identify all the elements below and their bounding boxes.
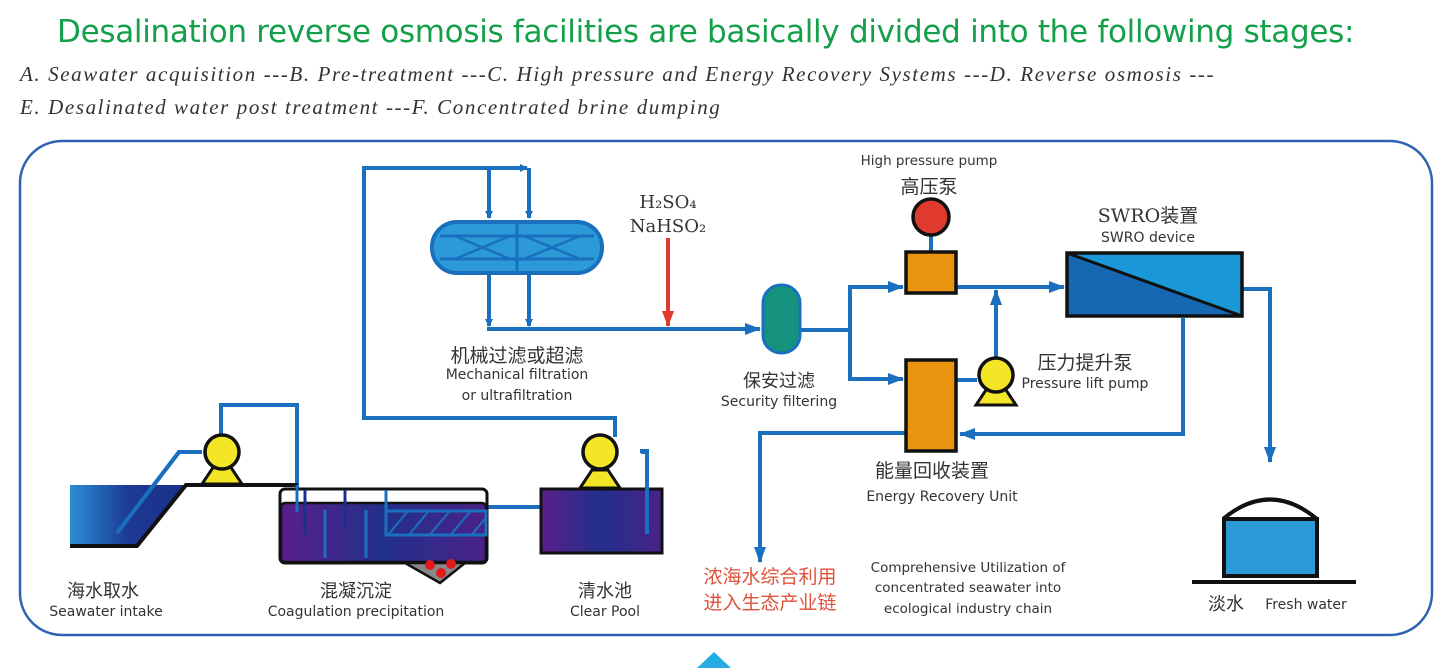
clear-pool-cn: 清水池 [578,581,632,602]
utilization-en-1: Comprehensive Utilization of [871,560,1067,576]
seawater-intake-icon [70,450,298,548]
fresh-water-tank-icon [1192,497,1356,584]
fresh-water-en: Fresh water [1265,597,1347,613]
coagulation-cn: 混凝沉淀 [320,581,392,602]
triangle-indicator-icon [697,652,731,668]
seawater-intake-en: Seawater intake [49,604,162,620]
clear-pool-en: Clear Pool [570,604,640,620]
mechanical-filter-icon [430,220,604,275]
mechanical-filter-en-1: Mechanical filtration [446,367,589,383]
coagulation-tank-icon [278,485,489,585]
pressure-lift-pump-cn: 压力提升泵 [1037,352,1132,374]
utilization-en-2: concentrated seawater into [875,580,1061,596]
clear-pool-icon [539,450,664,555]
high-pressure-pump-icon [904,197,958,295]
security-filter-en: Security filtering [721,394,837,410]
utilization-en-3: ecological industry chain [884,601,1052,617]
swro-en: SWRO device [1101,230,1195,246]
diagram-frame [18,139,1434,637]
utilization-cn-2: 进入生态产业链 [703,592,836,614]
swro-cn: SWRO装置 [1098,205,1198,227]
pressure-lift-pump-en: Pressure lift pump [1022,376,1149,392]
energy-recovery-unit-icon [904,358,958,453]
coagulation-en: Coagulation precipitation [268,604,445,620]
chemical-label-1: H₂SO₄ [639,192,696,213]
utilization-cn-1: 浓海水综合利用 [703,566,836,588]
stages-line-1: A. Seawater acquisition ---B. Pre-treatm… [20,62,1216,86]
swro-device-icon [1065,251,1244,318]
pressure-lift-pump-icon [973,356,1019,407]
page-title: Desalination reverse osmosis facilities … [57,14,1355,50]
chemical-label-2: NaHSO₂ [630,216,706,237]
clear-pool-pump-icon [577,433,623,490]
mechanical-filter-cn: 机械过滤或超滤 [450,345,583,367]
seawater-pump-icon [199,433,245,486]
seawater-intake-cn: 海水取水 [67,581,139,602]
stages-line-2: E. Desalinated water post treatment ---F… [20,95,722,119]
fresh-water-cn: 淡水 [1208,594,1244,615]
mechanical-filter-en-2: or ultrafiltration [462,388,573,404]
security-filter-icon [761,283,802,355]
high-pressure-pump-cn: 高压泵 [900,176,957,198]
high-pressure-pump-en: High pressure pump [861,153,998,169]
energy-recovery-en: Energy Recovery Unit [866,489,1018,505]
security-filter-cn: 保安过滤 [743,371,815,392]
energy-recovery-cn: 能量回收装置 [875,460,989,482]
